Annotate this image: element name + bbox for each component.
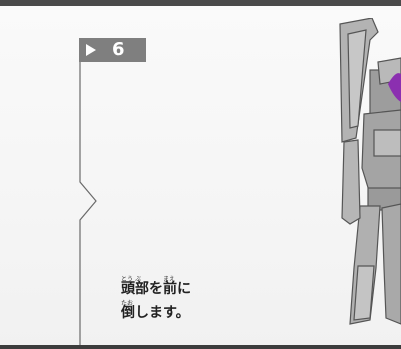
furigana-tou: とう: [121, 276, 134, 283]
furigana-bu: ぶ: [135, 276, 142, 283]
instruction-line-1: とう ぶ まえ 頭部を前に: [121, 276, 191, 301]
instruction-line-2-text: 倒します。: [121, 305, 190, 321]
instruction-line-1-text: 頭部を前に: [121, 281, 191, 297]
furigana-tao: たお: [121, 300, 134, 307]
instruction-line-2: たお 倒します。: [121, 300, 191, 325]
step-number: 6: [112, 39, 125, 60]
robot-figure: [339, 18, 401, 325]
play-arrow-icon: [86, 44, 96, 56]
bottom-rule: [0, 345, 401, 349]
instruction-text: とう ぶ まえ 頭部を前に たお 倒します。: [121, 276, 191, 325]
furigana-mae: まえ: [163, 276, 176, 283]
top-rule: [0, 0, 401, 6]
